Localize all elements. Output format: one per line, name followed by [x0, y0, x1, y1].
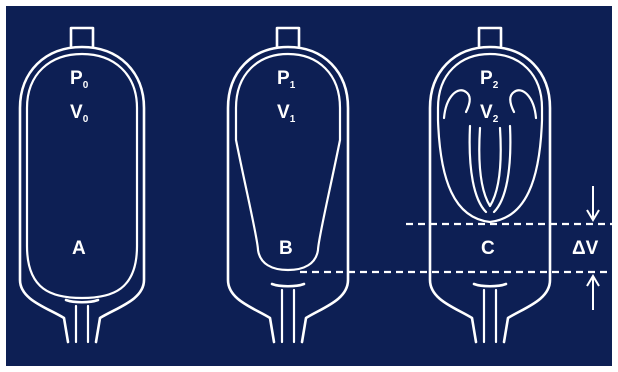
- vessel-a-volume-label: V0: [70, 102, 89, 125]
- vessel-b: [226, 26, 350, 344]
- vessel-b-bladder: [234, 52, 342, 272]
- delta-v-arrow-down: [586, 186, 600, 222]
- vessel-c-bladder-fold-left: [442, 89, 471, 120]
- vessel-b-shell: [226, 26, 350, 344]
- vessel-a-bladder: [25, 52, 139, 300]
- vessel-a-port: [74, 304, 90, 344]
- vessel-c-volume-label: V2: [480, 102, 499, 125]
- vessel-c-shell: [428, 26, 552, 344]
- delta-v-label: ΔV: [572, 238, 599, 259]
- vessel-c-bladder: [436, 52, 544, 224]
- vessel-b-poppet: [270, 282, 306, 288]
- vessel-b-pressure-label: P1: [277, 68, 296, 91]
- vessel-c-port: [482, 288, 498, 344]
- vessel-a-poppet: [64, 298, 100, 304]
- vessel-c: [428, 26, 552, 344]
- vessel-b-port: [280, 288, 296, 344]
- vessel-b-label: B: [279, 238, 293, 259]
- diagram-background: [6, 6, 612, 366]
- vessel-a-label: A: [72, 238, 86, 259]
- vessel-c-label: C: [481, 238, 495, 259]
- vessel-b-volume-label: V1: [277, 102, 296, 125]
- vessel-c-bladder-fold-right: [509, 89, 538, 120]
- vessel-c-bladder-fold-center: [468, 124, 512, 214]
- vessel-c-pressure-label: P2: [480, 68, 499, 91]
- vessel-a-shell: [18, 26, 146, 344]
- vessel-a: [18, 26, 146, 344]
- vessel-c-poppet: [472, 282, 508, 288]
- delta-v-arrow-up: [586, 274, 600, 310]
- vessel-a-pressure-label: P0: [70, 68, 89, 91]
